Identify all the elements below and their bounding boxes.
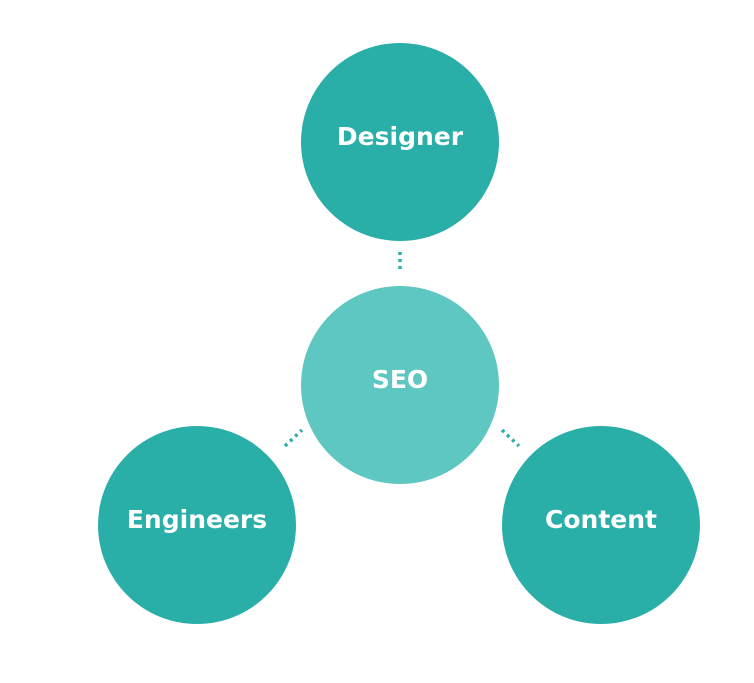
node-content: Content (502, 426, 700, 624)
node-designer-circle (301, 43, 499, 241)
node-engineers-circle (98, 426, 296, 624)
node-designer: Designer (301, 43, 499, 241)
node-seo: SEO (301, 286, 499, 484)
node-content-circle (502, 426, 700, 624)
node-seo-label: SEO (372, 365, 428, 394)
node-engineers: Engineers (98, 426, 296, 624)
node-seo-circle (301, 286, 499, 484)
connector-content-seo (500, 428, 521, 448)
node-designer-label: Designer (337, 122, 464, 151)
node-engineers-label: Engineers (127, 505, 267, 534)
node-content-label: Content (545, 505, 657, 534)
connector-engineers-seo (283, 428, 304, 448)
